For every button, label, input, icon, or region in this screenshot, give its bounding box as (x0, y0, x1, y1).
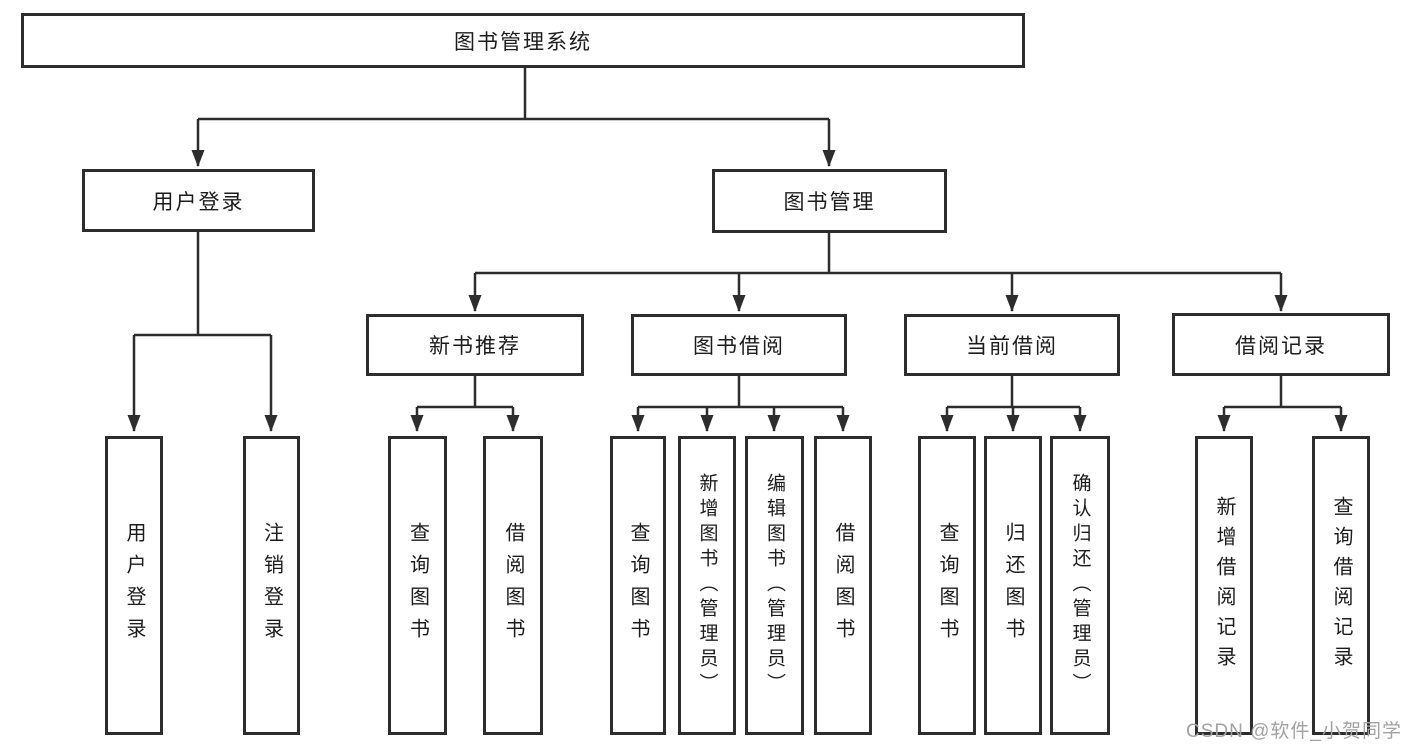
node-borrow-records-label: 借阅记录 (1235, 334, 1327, 358)
leaf-logout-label: 注销登录 (260, 521, 283, 650)
leaf-borrow-books-recommend: 借阅图书 (483, 436, 543, 735)
leaf-query-books-current-label: 查询图书 (936, 521, 958, 650)
leaf-confirm-return-admin-label: 确认归还（管理员） (1069, 473, 1091, 698)
leaf-return-book: 归还图书 (984, 436, 1042, 735)
node-book-borrow-label: 图书借阅 (693, 335, 785, 358)
node-root-label: 图书管理系统 (454, 30, 592, 54)
leaf-logout: 注销登录 (243, 436, 300, 735)
csdn-watermark: CSDN @软件_小贺同学 (1186, 721, 1402, 742)
node-new-book-recommend: 新书推荐 (366, 314, 584, 376)
node-user-login: 用户登录 (82, 169, 315, 232)
leaf-query-borrow-record-label: 查询借阅记录 (1330, 495, 1352, 676)
leaf-query-books-recommend-label: 查询图书 (406, 521, 429, 650)
leaf-query-books-borrow: 查询图书 (610, 436, 666, 735)
leaf-add-book-admin-label: 新增图书（管理员） (696, 473, 718, 698)
node-user-login-label: 用户登录 (152, 190, 245, 214)
leaf-query-borrow-record: 查询借阅记录 (1312, 436, 1370, 735)
leaf-add-borrow-record: 新增借阅记录 (1195, 436, 1253, 735)
node-book-borrow: 图书借阅 (631, 314, 847, 376)
node-book-management-label: 图书管理 (783, 191, 876, 214)
leaf-add-borrow-record-label: 新增借阅记录 (1213, 495, 1235, 676)
node-new-book-recommend-label: 新书推荐 (429, 335, 521, 358)
leaf-borrow-books-recommend-label: 借阅图书 (502, 521, 524, 650)
leaf-borrow-books-label: 借阅图书 (832, 521, 854, 650)
leaf-confirm-return-admin: 确认归还（管理员） (1050, 436, 1110, 735)
leaf-return-book-label: 归还图书 (1002, 521, 1024, 650)
leaf-query-books-current: 查询图书 (918, 436, 976, 735)
node-current-borrow: 当前借阅 (904, 314, 1120, 376)
leaf-user-login: 用户登录 (105, 436, 163, 735)
leaf-query-books-borrow-label: 查询图书 (627, 521, 649, 650)
leaf-edit-book-admin: 编辑图书（管理员） (745, 436, 804, 735)
leaf-edit-book-admin-label: 编辑图书（管理员） (764, 473, 785, 698)
leaf-user-login-label: 用户登录 (123, 521, 145, 650)
leaf-query-books-recommend: 查询图书 (388, 436, 447, 735)
node-book-management: 图书管理 (712, 169, 947, 233)
leaf-borrow-books: 借阅图书 (814, 436, 872, 735)
node-current-borrow-label: 当前借阅 (966, 335, 1058, 358)
node-root: 图书管理系统 (21, 13, 1025, 68)
node-borrow-records: 借阅记录 (1172, 313, 1390, 376)
leaf-add-book-admin: 新增图书（管理员） (678, 436, 736, 735)
